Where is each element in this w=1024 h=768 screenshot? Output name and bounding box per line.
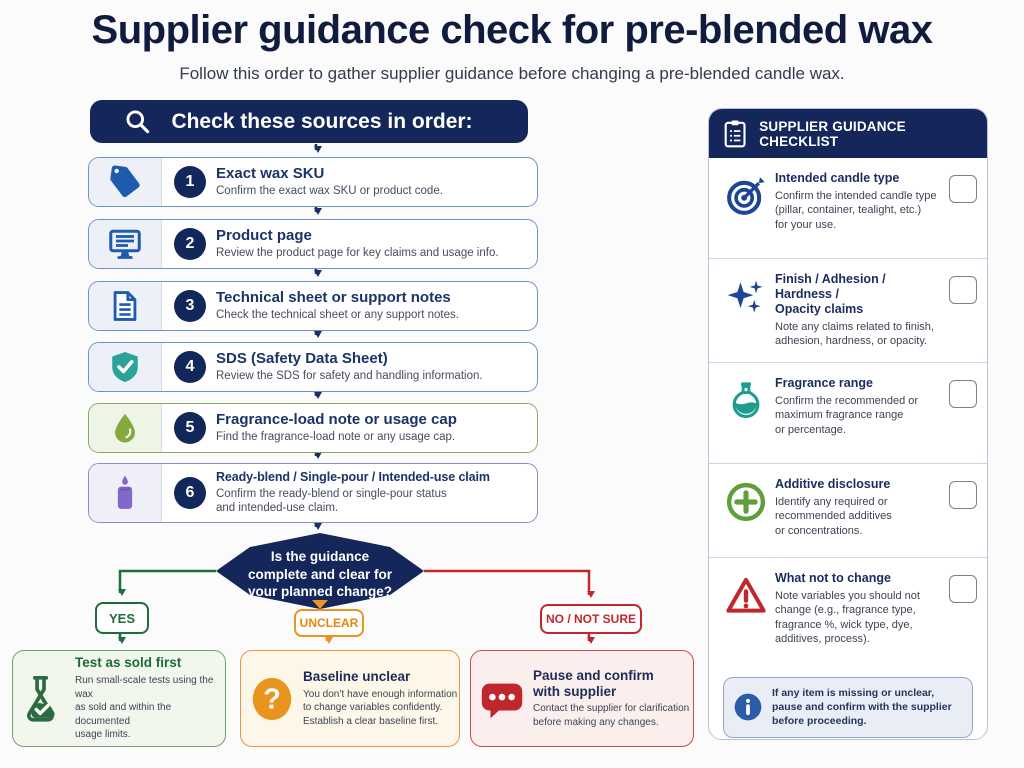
branch-label-yes: YES [95, 602, 149, 634]
checklist-item-title: Fragrance range [775, 376, 873, 390]
checklist-note-text: If any item is missing or unclear, pause… [772, 687, 952, 728]
checklist-item-title: What not to change [775, 571, 891, 585]
droplet-icon [89, 404, 162, 452]
clipboard-icon [724, 119, 746, 147]
branch-label-unclear: UNCLEAR [294, 609, 364, 637]
step-title: Ready-blend / Single-pour / Intended-use… [216, 470, 490, 485]
step-desc: Confirm the exact wax SKU or product cod… [216, 185, 443, 198]
step-number: 5 [174, 412, 206, 444]
page-title: Supplier guidance check for pre-blended … [91, 8, 933, 52]
step-number: 3 [174, 290, 206, 322]
checkbox-additive-disclosure[interactable] [949, 481, 977, 509]
step-exact-wax-sku: 1 Exact wax SKU Confirm the exact wax SK… [88, 157, 538, 207]
checklist-item-desc: Note any claims related to finish, adhes… [775, 321, 934, 348]
checklist-item-desc: Confirm the intended candle type (pillar… [775, 190, 937, 231]
target-icon [723, 174, 769, 218]
step-desc: Find the fragrance-load note or any usag… [216, 431, 456, 444]
step-product-page: 2 Product page Review the product page f… [88, 219, 538, 269]
checklist-item-title: Finish / Adhesion / Hardness / Opacity c… [775, 272, 886, 316]
checkbox-intended-candle-type[interactable] [949, 175, 977, 203]
checkbox-finish-claims[interactable] [949, 276, 977, 304]
checklist-item-title: Intended candle type [775, 171, 900, 185]
checklist-item-title: Additive disclosure [775, 477, 891, 491]
question-icon: ? [241, 672, 303, 726]
step-desc: Check the technical sheet or any support… [216, 309, 459, 322]
decision-diamond [216, 533, 424, 609]
shield-check-icon [89, 343, 162, 391]
checkbox-what-not-to-change[interactable] [949, 575, 977, 603]
checklist-item-desc: Note variables you should not change (e.… [775, 590, 920, 645]
page-subtitle: Follow this order to gather supplier gui… [179, 64, 845, 83]
plus-circle-icon [723, 480, 769, 524]
fragrance-bottle-icon [723, 379, 769, 423]
search-icon [126, 110, 150, 134]
outcome-baseline-unclear: ? Baseline unclear You don’t have enough… [240, 650, 460, 747]
checklist-item-additive-disclosure: Additive disclosure Identify any require… [709, 463, 987, 557]
checklist-item-fragrance-range: Fragrance range Confirm the recommended … [709, 362, 987, 463]
outcome-pause-confirm: Pause and confirm with supplier Contact … [470, 650, 694, 747]
candle-icon [89, 464, 162, 522]
monitor-icon [89, 220, 162, 268]
step-number: 2 [174, 228, 206, 260]
outcome-title: Pause and confirm with supplier [533, 667, 654, 699]
tag-icon [89, 158, 162, 206]
flow-header-label: Check these sources in order: [171, 109, 473, 133]
step-number: 4 [174, 351, 206, 383]
flask-icon [13, 672, 75, 726]
step-title: SDS (Safety Data Sheet) [216, 350, 388, 368]
checkbox-fragrance-range[interactable] [949, 380, 977, 408]
checklist-item-desc: Identify any required or recommended add… [775, 496, 892, 537]
checklist-header-label: SUPPLIER GUIDANCE CHECKLIST [759, 118, 906, 149]
step-title: Exact wax SKU [216, 165, 325, 183]
warning-icon [723, 574, 769, 618]
step-ready-blend-claim: 6 Ready-blend / Single-pour / Intended-u… [88, 463, 538, 523]
outcome-desc: Contact the supplier for clarification b… [533, 703, 690, 728]
outcome-title: Test as sold first [75, 655, 182, 671]
info-icon [734, 693, 762, 721]
checklist-note: If any item is missing or unclear, pause… [723, 677, 973, 738]
flow-header: Check these sources in order: [90, 100, 528, 143]
svg-text:?: ? [263, 683, 281, 715]
step-fragrance-load: 5 Fragrance-load note or usage cap Find … [88, 403, 538, 453]
document-icon [89, 282, 162, 330]
branch-label-no-not-sure: NO / NOT SURE [540, 604, 642, 634]
step-title: Product page [216, 227, 312, 245]
checklist-item-desc: Confirm the recommended or maximum fragr… [775, 395, 919, 436]
outcome-desc: You don’t have enough information to cha… [303, 688, 458, 727]
decision-question: Is the guidance complete and clear for y… [247, 549, 393, 600]
checklist-item-intended-candle-type: Intended candle type Confirm the intende… [709, 158, 987, 258]
outcome-desc: Run small-scale tests using the wax as s… [75, 675, 214, 740]
step-desc: Review the product page for key claims a… [216, 247, 499, 260]
outcome-title: Baseline unclear [303, 668, 411, 684]
sparkles-icon [723, 275, 769, 319]
step-desc: Confirm the ready-blend or single-pour s… [216, 487, 447, 515]
step-number: 1 [174, 166, 206, 198]
step-sds: 4 SDS (Safety Data Sheet) Review the SDS… [88, 342, 538, 392]
step-number: 6 [174, 477, 206, 509]
outcome-test-as-sold: Test as sold first Run small-scale tests… [12, 650, 226, 747]
step-desc: Review the SDS for safety and handling i… [216, 370, 483, 383]
checklist-item-finish-claims: Finish / Adhesion / Hardness / Opacity c… [709, 258, 987, 362]
step-technical-sheet: 3 Technical sheet or support notes Check… [88, 281, 538, 331]
step-title: Technical sheet or support notes [216, 289, 451, 307]
supplier-guidance-checklist-panel: SUPPLIER GUIDANCE CHECKLIST Intended can… [708, 108, 988, 740]
step-title: Fragrance-load note or usage cap [216, 411, 457, 429]
chat-icon [471, 672, 533, 726]
checklist-item-what-not-to-change: What not to change Note variables you sh… [709, 557, 987, 666]
checklist-header: SUPPLIER GUIDANCE CHECKLIST [709, 109, 987, 158]
